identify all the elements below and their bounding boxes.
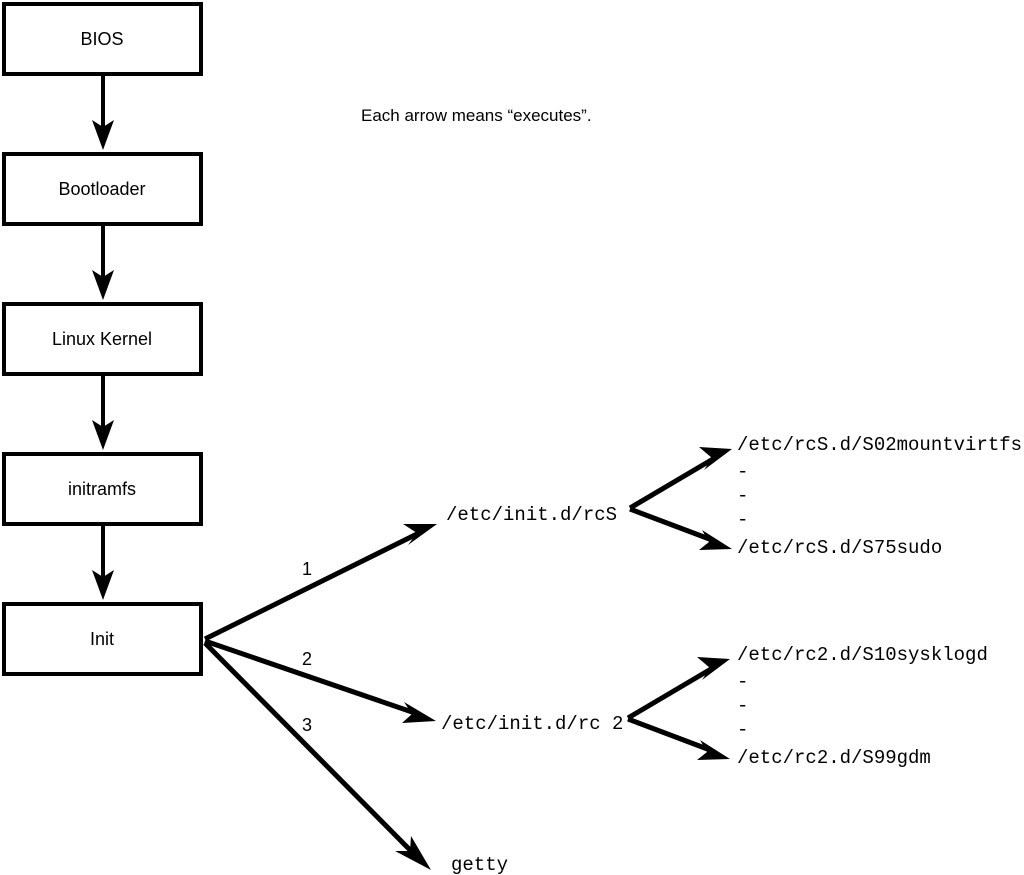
boot-box-linux-kernel-label: Linux Kernel [52, 329, 152, 349]
boot-box-init-rect [2, 602, 203, 676]
rc2-arrow-last [627, 716, 730, 760]
init-branch-label-getty: getty [451, 854, 508, 875]
rcs-arrow-first [628, 447, 732, 511]
rc2-ellipsis-dash-3: - [737, 719, 748, 741]
rcs-script-last: /etc/rcS.d/S75sudo [737, 537, 942, 559]
init-arrow-2-number: 2 [302, 649, 312, 669]
boot-box-bootloader-rect [2, 152, 203, 226]
arrow-initramfs-to-init [92, 526, 114, 600]
rc2-script-first: /etc/rc2.d/S10sysklogd [737, 644, 988, 666]
rcs-script-first: /etc/rcS.d/S02mountvirtfs [737, 434, 1022, 456]
arrow-kernel-to-initramfs [92, 376, 114, 450]
boot-chain-arrows [92, 76, 114, 600]
rcs-arrow-last [629, 506, 732, 550]
boot-box-init[interactable]: Init [2, 602, 203, 676]
diagram-caption: Each arrow means “executes”. [361, 106, 592, 125]
boot-box-bios-label: BIOS [80, 29, 123, 49]
init-arrow-1-number: 1 [302, 559, 312, 579]
rc2-script-list: /etc/rc2.d/S10sysklogd - - - /etc/rc2.d/… [737, 644, 988, 769]
boot-box-bios-rect [2, 2, 203, 76]
boot-box-linux-kernel[interactable]: Linux Kernel [2, 302, 203, 376]
init-arrow-3 [203, 641, 431, 870]
init-branch-label-rcs: /etc/init.d/rcS [446, 504, 617, 526]
rc2-script-last: /etc/rc2.d/S99gdm [737, 747, 931, 769]
boot-box-linux-kernel-rect [2, 302, 203, 376]
init-arrow-1 [203, 524, 437, 642]
init-arrow-2 [204, 638, 436, 723]
arrow-bios-to-bootloader [92, 76, 114, 150]
boot-chain-group: BIOS Bootloader Linux Kernel initramfs I… [2, 2, 203, 676]
rc2-fanout-group [626, 657, 730, 760]
boot-box-init-label: Init [90, 629, 114, 649]
boot-box-bootloader-label: Bootloader [58, 179, 145, 199]
init-arrow-3-number: 3 [302, 715, 312, 735]
arrow-bootloader-to-kernel [92, 226, 114, 300]
boot-box-bios[interactable]: BIOS [2, 2, 203, 76]
boot-box-bootloader[interactable]: Bootloader [2, 152, 203, 226]
rcs-script-list: /etc/rcS.d/S02mountvirtfs - - - /etc/rcS… [737, 434, 1022, 559]
rcs-ellipsis-dash-1: - [737, 461, 748, 483]
init-fanout-group: 1 2 3 [203, 524, 437, 870]
boot-box-initramfs[interactable]: initramfs [2, 452, 203, 526]
rc2-ellipsis-dash-1: - [737, 671, 748, 693]
rc2-ellipsis-dash-2: - [737, 695, 748, 717]
boot-box-initramfs-label: initramfs [68, 479, 136, 499]
rcs-ellipsis-dash-3: - [737, 509, 748, 531]
rc2-arrow-first [626, 657, 730, 721]
rcs-fanout-group [628, 447, 732, 550]
init-branch-label-rc2: /etc/init.d/rc 2 [441, 713, 623, 735]
rcs-ellipsis-dash-2: - [737, 485, 748, 507]
boot-box-initramfs-rect [2, 452, 203, 526]
